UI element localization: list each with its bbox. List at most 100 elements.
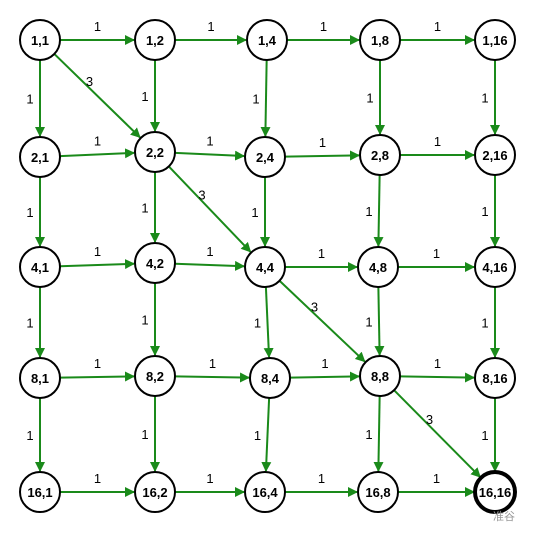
edge-2,4-to-2,8 [284,150,361,161]
node-label: 1,4 [258,33,277,48]
node-label: 8,16 [482,371,507,386]
node-8-1: 8,1 [19,357,61,399]
edge-16,2-to-16,4-weight-label: 1 [206,471,213,486]
node-circle [246,19,288,61]
node-label: 16,16 [479,485,512,500]
node-label: 16,2 [142,485,167,500]
edge-2,2-to-4,4-weight-label: 3 [198,188,205,203]
edge-8,8-to-16,8-weight-label: 1 [365,427,372,442]
edge-8,8-to-16,16 [393,389,481,478]
edge-4,4-to-8,8 [278,280,366,363]
node-label: 8,1 [31,371,49,386]
watermark-text: 准谷 [493,510,515,523]
edge-8,4-to-8,8-weight-label: 1 [321,356,328,371]
edge-4,4-to-8,4-weight-label: 1 [254,316,261,331]
node-label: 4,8 [369,260,387,275]
node-circle [134,131,176,173]
node-circle [134,355,176,397]
edge-4,8-to-4,16-weight-label: 1 [433,246,440,261]
node-4-1: 4,1 [19,246,61,288]
edge-2,16-to-4,16-weight-label: 1 [481,204,488,219]
edge-1,8-to-1,16-weight-label: 1 [434,19,441,34]
edge-4,4-to-8,8-weight-label: 3 [311,300,318,315]
node-label: 8,2 [146,369,164,384]
node-circle [359,355,401,397]
edge-8,4-to-8,8 [289,371,361,382]
edge-2,8-to-4,8-weight-label: 1 [365,204,372,219]
edge-2,1-to-4,1-weight-label: 1 [26,205,33,220]
node-label: 8,4 [261,371,280,386]
edge-4,2-to-8,2-weight-label: 1 [141,313,148,328]
edge-4,2-to-4,4 [174,260,246,271]
edge-2,1-to-2,2-weight-label: 1 [94,134,101,149]
edge-2,2-to-2,4-weight-label: 1 [206,134,213,149]
edge-8,2-to-16,2-weight-label: 1 [141,427,148,442]
edge-8,2-to-8,4 [174,372,251,383]
node-16-1: 16,1 [19,471,61,513]
node-8-2: 8,2 [134,355,176,397]
node-circle [249,357,291,399]
node-label: 8,8 [371,369,389,384]
node-label: 16,4 [252,485,278,500]
node-circle [357,471,399,513]
node-4-4: 4,4 [244,246,286,288]
edge-4,8-to-8,8-weight-label: 1 [365,315,372,330]
node-16-2: 16,2 [134,471,176,513]
edge-4,16-to-8,16-weight-label: 1 [481,316,488,331]
node-4-16: 4,16 [474,246,516,288]
edge-1,2-to-2,2-weight-label: 1 [141,89,148,104]
edge-8,1-to-8,2 [59,371,136,382]
edge-2,8-to-4,8 [373,174,384,248]
node-circle [134,19,176,61]
node-circle [474,246,516,288]
node-circle [359,134,401,176]
node-2-16: 2,16 [474,134,516,176]
node-circle [474,357,516,399]
node-circle [359,19,401,61]
node-circle [244,471,286,513]
edge-8,8-to-16,8 [373,395,384,473]
node-16-8: 16,8 [357,471,399,513]
node-label: 16,1 [27,485,52,500]
node-label: 2,8 [371,148,389,163]
node-2-4: 2,4 [244,136,286,178]
edge-4,8-to-8,8 [374,286,385,357]
node-2-1: 2,1 [19,136,61,178]
node-circle [244,136,286,178]
edge-1,16-to-2,16-weight-label: 1 [481,91,488,106]
edge-8,2-to-8,4-weight-label: 1 [209,356,216,371]
node-label: 1,2 [146,33,164,48]
edge-8,4-to-16,4-weight-label: 1 [254,428,261,443]
node-label: 1,8 [371,33,389,48]
node-label: 4,1 [31,260,49,275]
node-2-2: 2,2 [134,131,176,173]
node-4-8: 4,8 [357,246,399,288]
node-circle [474,134,516,176]
edge-1,4-to-1,8-weight-label: 1 [320,19,327,34]
node-label: 16,8 [365,485,390,500]
node-16-4: 16,4 [244,471,286,513]
node-label: 1,16 [482,33,507,48]
node-label: 4,16 [482,260,507,275]
node-4-2: 4,2 [134,242,176,284]
edge-2,4-to-2,8-weight-label: 1 [319,135,326,150]
edge-1,1-to-2,2-weight-label: 3 [86,74,93,89]
edge-16,1-to-16,2-weight-label: 1 [94,471,101,486]
node-8-16: 8,16 [474,357,516,399]
edge-2,2-to-4,4 [168,165,252,253]
edge-8,4-to-16,4 [261,397,272,473]
edge-1,8-to-2,8-weight-label: 1 [366,91,373,106]
edge-1,1-to-2,2 [53,53,141,139]
node-1-8: 1,8 [359,19,401,61]
edge-2,8-to-2,16-weight-label: 1 [434,134,441,149]
node-1-16: 1,16 [474,19,516,61]
edge-4,4-to-4,8-weight-label: 1 [318,246,325,261]
edge-2,1-to-2,2 [59,148,136,159]
edge-8,16-to-16,16-weight-label: 1 [481,428,488,443]
edge-8,8-to-16,16-weight-label: 3 [426,412,433,427]
node-circle [134,242,176,284]
edge-8,1-to-8,2-weight-label: 1 [94,356,101,371]
